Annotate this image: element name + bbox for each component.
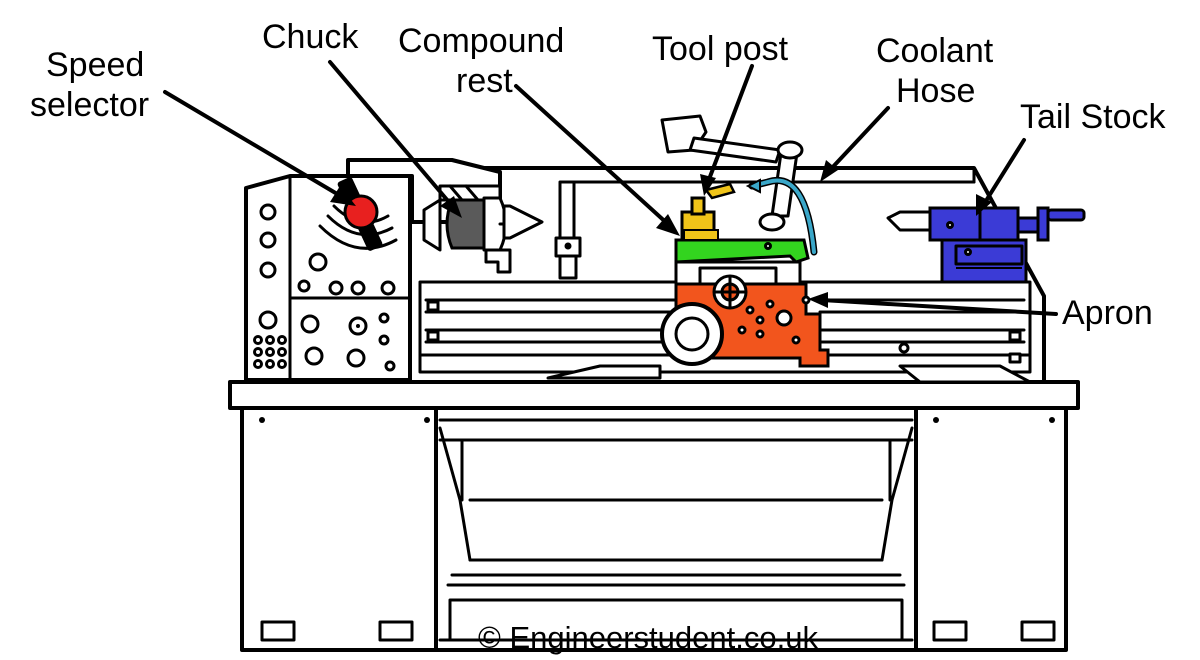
label-speed-selector-line1: Speed <box>46 46 144 84</box>
lathe-stand <box>240 406 1068 652</box>
coolant-stand <box>554 180 582 280</box>
coolant-hose-color <box>750 178 816 254</box>
tail-stock-base <box>940 238 1028 284</box>
lamp-arm <box>660 114 804 232</box>
label-compound-rest-line1: Compound <box>398 22 564 60</box>
label-chuck: Chuck <box>262 18 359 56</box>
control-dot-grid <box>253 335 287 369</box>
tail-stock-handle <box>1016 216 1040 234</box>
tail-stock-quill <box>928 206 986 242</box>
carriage-handwheel <box>660 302 724 366</box>
splash-bracket <box>484 248 512 274</box>
label-coolant-hose-line2: Hose <box>896 72 975 110</box>
compound-rest-hole <box>764 242 772 250</box>
label-tool-post: Tool post <box>652 30 789 68</box>
leader-lines <box>163 60 1058 316</box>
label-compound-rest-line2: rest <box>456 62 513 100</box>
apron-details <box>712 274 811 345</box>
tail-stock-head <box>978 206 1020 246</box>
label-apron: Apron <box>1062 294 1153 332</box>
label-speed-selector-line2: selector <box>30 86 149 124</box>
label-tail-stock: Tail Stock <box>1020 98 1166 136</box>
labels: Speed selector Chuck Compound rest Tool … <box>30 18 1166 655</box>
label-coolant-hose-line1: Coolant <box>876 32 994 70</box>
tool-post <box>680 182 736 242</box>
copyright-notice: © Engineerstudent.co.uk <box>478 620 818 655</box>
tail-stock <box>886 206 1086 284</box>
